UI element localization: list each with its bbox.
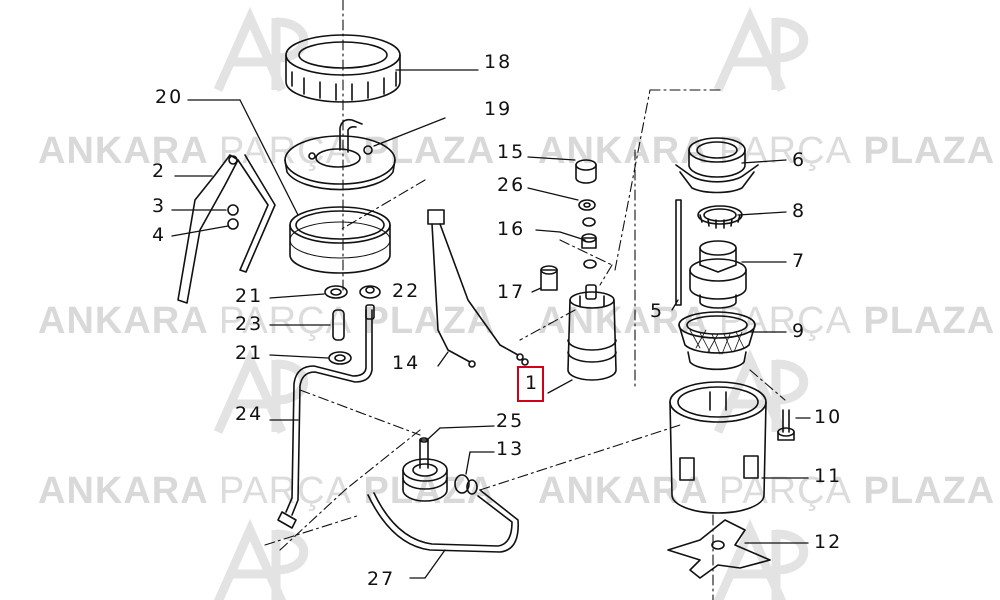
watermark-logo-icon (213, 518, 309, 600)
watermark-brand-1: ANKARA (38, 470, 208, 512)
part-8-clip-ring (697, 205, 743, 229)
watermark-brand-2: PLAZA (863, 130, 996, 172)
part-1-fuel-pump (567, 284, 617, 381)
part-21-grommet-bottom (328, 351, 352, 365)
part-3-4-nuts (227, 204, 239, 230)
callout-16: 16 (497, 218, 526, 240)
callout-10: 10 (814, 406, 843, 428)
watermark-logos (213, 6, 809, 600)
callout-12: 12 (814, 531, 843, 553)
part-19-pump-cover (284, 118, 396, 191)
part-10-bolt (777, 409, 795, 441)
callout-27: 27 (367, 568, 396, 590)
part-13-connector (454, 474, 478, 495)
watermark-brand-2: PLAZA (363, 470, 496, 512)
watermark-brand-thin: PARÇA (218, 300, 352, 342)
callout-15: 15 (497, 141, 526, 163)
callout-13: 13 (496, 438, 525, 460)
part-2-bracket (177, 154, 276, 304)
callout-5: 5 (650, 300, 665, 322)
watermark-brand-1: ANKARA (38, 300, 208, 342)
watermark-top-right: ANKARA PARÇA PLAZA (538, 130, 995, 173)
callout-14: 14 (392, 352, 421, 374)
part-14-wiring-harness (427, 209, 529, 368)
callout-1: 1 (525, 372, 540, 394)
watermark-mid-right: ANKARA PARÇA PLAZA (538, 300, 995, 343)
callout-8: 8 (792, 200, 807, 222)
callout-23: 23 (235, 313, 264, 335)
callout-24: 24 (235, 403, 264, 425)
watermark-logo-icon (713, 6, 809, 92)
callout-6: 6 (792, 149, 807, 171)
part-16-fittings (581, 233, 597, 269)
watermark-bottom-left: ANKARA PARÇA PLAZA (38, 470, 495, 513)
assembly-axis-lines (264, 0, 786, 600)
watermark-brand-2: PLAZA (363, 130, 496, 172)
part-26-nut (578, 199, 596, 227)
watermark-brand-thin: PARÇA (718, 130, 852, 172)
callout-20: 20 (155, 86, 184, 108)
callout-22: 22 (392, 280, 421, 302)
part-5-rod (675, 199, 682, 306)
part-23-tube (332, 309, 345, 341)
part-20-seal (289, 206, 391, 274)
watermark-logo-icon (213, 6, 309, 92)
watermark-brand-2: PLAZA (863, 470, 996, 512)
callout-1-highlight (517, 366, 544, 402)
leader-lines (171, 69, 811, 579)
callout-26: 26 (497, 174, 526, 196)
part-17-nut (540, 265, 558, 291)
callout-3: 3 (152, 195, 167, 217)
part-18-locking-ring (285, 34, 401, 103)
part-12-base-plate (667, 519, 771, 579)
callout-25: 25 (496, 410, 525, 432)
part-27-return-pipe (367, 489, 519, 553)
callout-9: 9 (792, 320, 807, 342)
part-6-housing-top (675, 137, 759, 194)
watermark-logo-icon (713, 518, 809, 600)
watermark-brand-1: ANKARA (538, 300, 708, 342)
part-11-canister (669, 381, 767, 514)
watermark-bottom-right: ANKARA PARÇA PLAZA (538, 470, 995, 513)
part-9-strainer (678, 311, 756, 371)
part-7-coupling (689, 240, 747, 309)
part-22-grommet (359, 285, 381, 299)
watermark-logo-icon (713, 348, 809, 434)
callout-2: 2 (152, 160, 167, 182)
callout-21-bottom: 21 (235, 342, 264, 364)
callout-11: 11 (814, 465, 843, 487)
part-21-grommet-top (324, 285, 348, 299)
callout-18: 18 (484, 51, 513, 73)
callout-4: 4 (152, 224, 167, 246)
callout-17: 17 (497, 281, 526, 303)
part-24-fuel-pipe (277, 304, 375, 529)
watermark-brand-2: PLAZA (863, 300, 996, 342)
callout-7: 7 (792, 250, 807, 272)
part-25-swirl-pot (402, 437, 448, 502)
watermark-brand-1: ANKARA (538, 130, 708, 172)
callout-21-top: 21 (235, 285, 264, 307)
watermark-brand-thin: PARÇA (718, 470, 852, 512)
watermark-brand-1: ANKARA (38, 130, 208, 172)
part-15-cap (575, 159, 597, 184)
callout-19: 19 (484, 98, 513, 120)
